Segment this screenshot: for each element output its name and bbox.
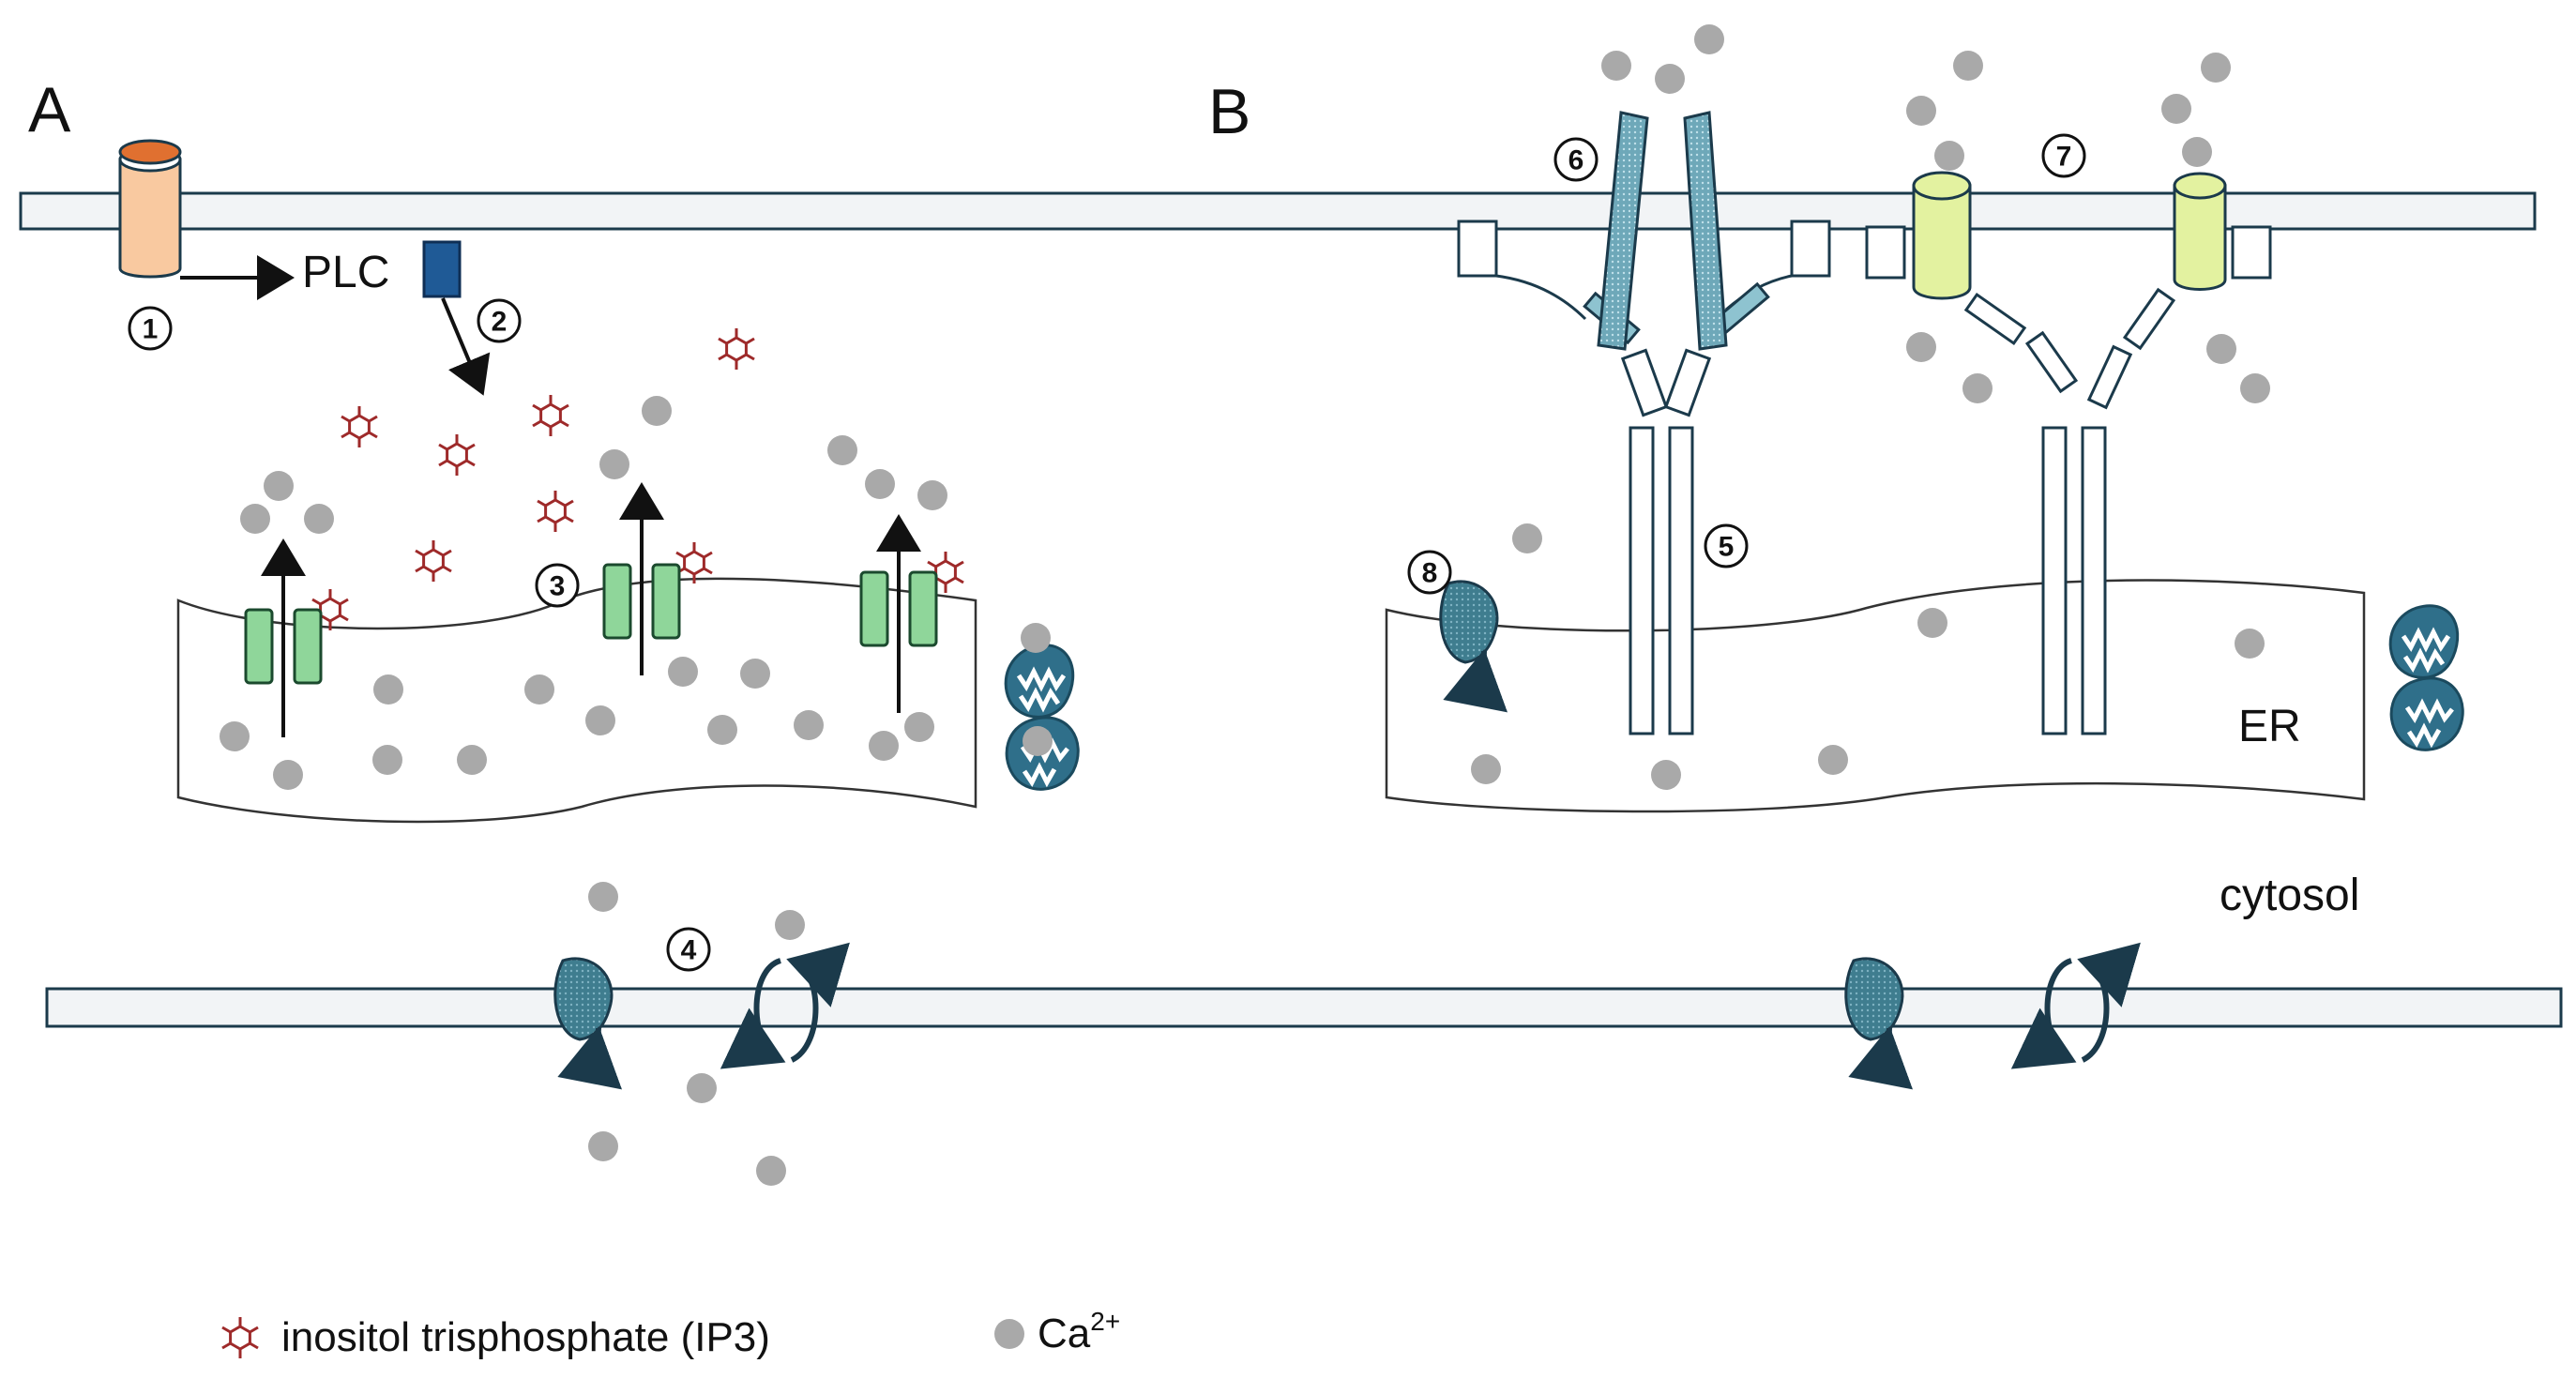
svg-text:6: 6: [1568, 145, 1584, 176]
serca-pmca-pump-icon: [1846, 959, 1902, 1075]
legend-ip3-label: inositol trisphosphate (IP3): [281, 1314, 770, 1360]
step-3-marker: 3: [535, 563, 580, 608]
legend-calcium-icon: [994, 1319, 1024, 1349]
panel-label-a: A: [28, 74, 71, 145]
serca-pmca-pump-icon: [555, 959, 612, 1075]
step-7-marker: 7: [2041, 133, 2086, 178]
stim-orai-complex-left: [1457, 111, 1831, 735]
legend-calcium-label: Ca2+: [1038, 1307, 1120, 1356]
svg-text:1: 1: [143, 314, 159, 345]
calcium-ions: [220, 24, 2270, 1186]
step-markers: 1 2 3 4 5 6 7 8: [128, 133, 2086, 972]
svg-text:5: 5: [1719, 532, 1735, 563]
gpcr-receptor-icon: [118, 139, 182, 279]
panel-label-b: B: [1208, 76, 1250, 147]
step-1-marker: 1: [128, 306, 173, 351]
step-2-marker: 2: [477, 298, 522, 343]
step-8-marker: 8: [1407, 550, 1452, 595]
plc-enzyme-icon: [422, 240, 462, 298]
svg-text:7: 7: [2056, 142, 2072, 173]
step-5-marker: 5: [1704, 523, 1749, 568]
svg-text:8: 8: [1422, 558, 1438, 589]
cytosol-label: cytosol: [2220, 871, 2359, 920]
step-4-marker: 4: [666, 927, 711, 972]
svg-text:4: 4: [681, 935, 697, 966]
orai-channel-icon: [1912, 171, 2227, 300]
legend: inositol trisphosphate (IP3) Ca2+: [220, 1307, 1120, 1360]
plc-to-ip3-arrow: [441, 297, 491, 396]
legend-calcium-base: Ca: [1038, 1311, 1091, 1356]
er-membrane-right: [1385, 579, 2366, 813]
er-label: ER: [2238, 702, 2301, 751]
mitochondrion-icon: [2390, 606, 2462, 750]
step-6-marker: 6: [1553, 137, 1599, 182]
legend-calcium-charge: 2+: [1090, 1307, 1120, 1336]
plc-label: PLC: [302, 248, 389, 297]
mitochondrion-icon: [1006, 645, 1078, 790]
channel-release-arrows: [261, 482, 921, 737]
legend-ip3-icon: [220, 1315, 260, 1360]
stim-orai-complex-right: [1865, 171, 2272, 735]
plasma-membrane-top: [19, 191, 2537, 231]
svg-text:2: 2: [492, 307, 508, 338]
plasma-membrane-bottom: [45, 987, 2563, 1028]
svg-text:3: 3: [550, 571, 566, 602]
